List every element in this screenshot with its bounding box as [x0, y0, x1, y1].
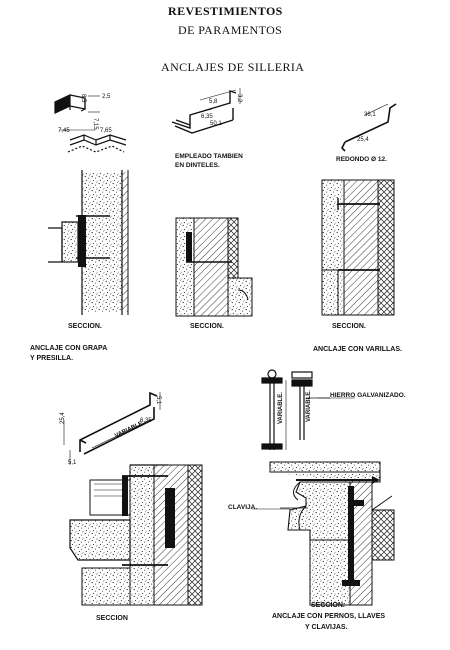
dim-label: 2,5	[102, 94, 111, 100]
caption-seccion-3: SECCION.	[332, 323, 366, 330]
caption-seccion-4: SECCION	[96, 615, 128, 622]
note-hierro-galvanizado: HIERRO GALVANIZADO.	[330, 392, 406, 399]
dim-label: 5,8	[209, 99, 218, 105]
note-empleado-line1: EMPLEADO TAMBIEN	[175, 153, 243, 160]
lintel-anchor-isometric	[171, 88, 241, 134]
dim-label: 50,1	[210, 121, 222, 127]
title-line1: REVESTIMIENTOS	[168, 4, 283, 18]
note-variable-2: VARIABLE.	[278, 392, 284, 424]
caption-anclaje-1-line2: Y PRESILLA.	[30, 355, 74, 362]
dim-label: 25,4	[60, 412, 66, 424]
dim-label: 25,4	[357, 137, 369, 143]
subtitle: ANCLAJES DE SILLERIA	[161, 60, 305, 74]
dim-label: 6,35	[201, 114, 213, 120]
caption-anclaje-3-line1: ANCLAJE CON PERNOS, LLAVES	[272, 613, 386, 620]
dim-label: 7,65	[100, 128, 112, 134]
note-empleado-line2: EN DINTELES.	[175, 162, 220, 169]
section-clamp-wall	[48, 170, 129, 315]
note-variable-3: VARIABLE.	[306, 390, 312, 422]
dim-label: 5,1	[155, 396, 161, 405]
round-rod-isometric	[341, 103, 397, 152]
dim-label: 3,2	[236, 94, 242, 103]
dim-label: 5,1	[68, 460, 77, 466]
caption-seccion-1: SECCION.	[68, 323, 102, 330]
variable-anchor-isometric	[63, 391, 161, 465]
caption-seccion-5: SECCION.	[311, 602, 345, 609]
caption-seccion-2: SECCION.	[190, 323, 224, 330]
clamp-isometric	[54, 94, 127, 153]
title-line2: DE PARAMENTOS	[178, 23, 283, 37]
section-variable-wall	[69, 464, 203, 606]
dim-label: 36,1	[364, 112, 376, 118]
note-clavija: CLAVIJA.	[228, 504, 258, 511]
caption-anclaje-2: ANCLAJE CON VARILLAS.	[313, 346, 402, 353]
dim-label: 8,5	[80, 94, 86, 103]
dim-label: 7,15	[92, 118, 98, 130]
section-rod-wall	[321, 179, 395, 316]
note-redondo: REDONDO Ø 12.	[336, 156, 387, 163]
dim-label: 7,45	[58, 128, 70, 134]
section-lintel-wall	[175, 217, 253, 317]
caption-anclaje-3-line2: Y CLAVIJAS.	[305, 624, 348, 631]
bolt-elevations	[261, 369, 330, 450]
section-cornice-wall	[269, 461, 395, 606]
leader-lines	[252, 397, 355, 510]
dim-label: 6,35	[140, 418, 152, 424]
caption-anclaje-1-line1: ANCLAJE CON GRAPA	[30, 345, 108, 352]
